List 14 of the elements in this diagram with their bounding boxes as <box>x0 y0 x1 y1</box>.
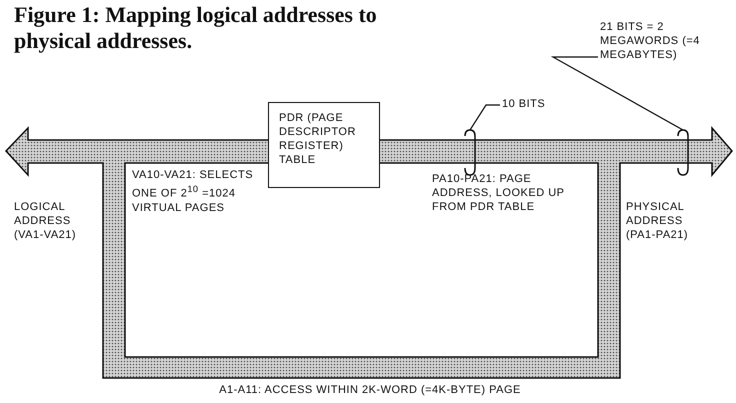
table-box <box>268 102 380 188</box>
table-label: PDR (PAGE DESCRIPTOR REGISTER) TABLE <box>279 111 357 167</box>
bit-width-note: 10 BITS <box>502 97 572 111</box>
leader-line <box>470 104 500 130</box>
bracket-mark <box>677 129 689 176</box>
offset-note: A1-A11: ACCESS WITHIN 2K-WORD (=4K-BYTE) PAGE <box>218 383 522 397</box>
page-address-note: PA10-PA21: PAGE ADDRESS, LOOKED UP FROM PDR TABLE <box>432 172 566 214</box>
figure-title: Figure 1: Mapping logical addresses to physical addresses. <box>14 2 378 54</box>
logical-address-label: LOGICAL ADDRESS (VA1-VA21) <box>14 200 78 242</box>
bracket-mark <box>464 129 476 176</box>
virtual-page-note: VA10-VA21: SELECTS ONE OF 2$^{10}$ =1024 VIRTUAL PAGES <box>132 168 254 215</box>
physical-address-label: PHYSICAL ADDRESS (PA1-PA21) <box>626 200 690 242</box>
leader-line <box>550 56 684 131</box>
address-range-note: 21 BITS = 2 MEGAWORDS (=4 MEGABYTES) <box>600 20 712 62</box>
